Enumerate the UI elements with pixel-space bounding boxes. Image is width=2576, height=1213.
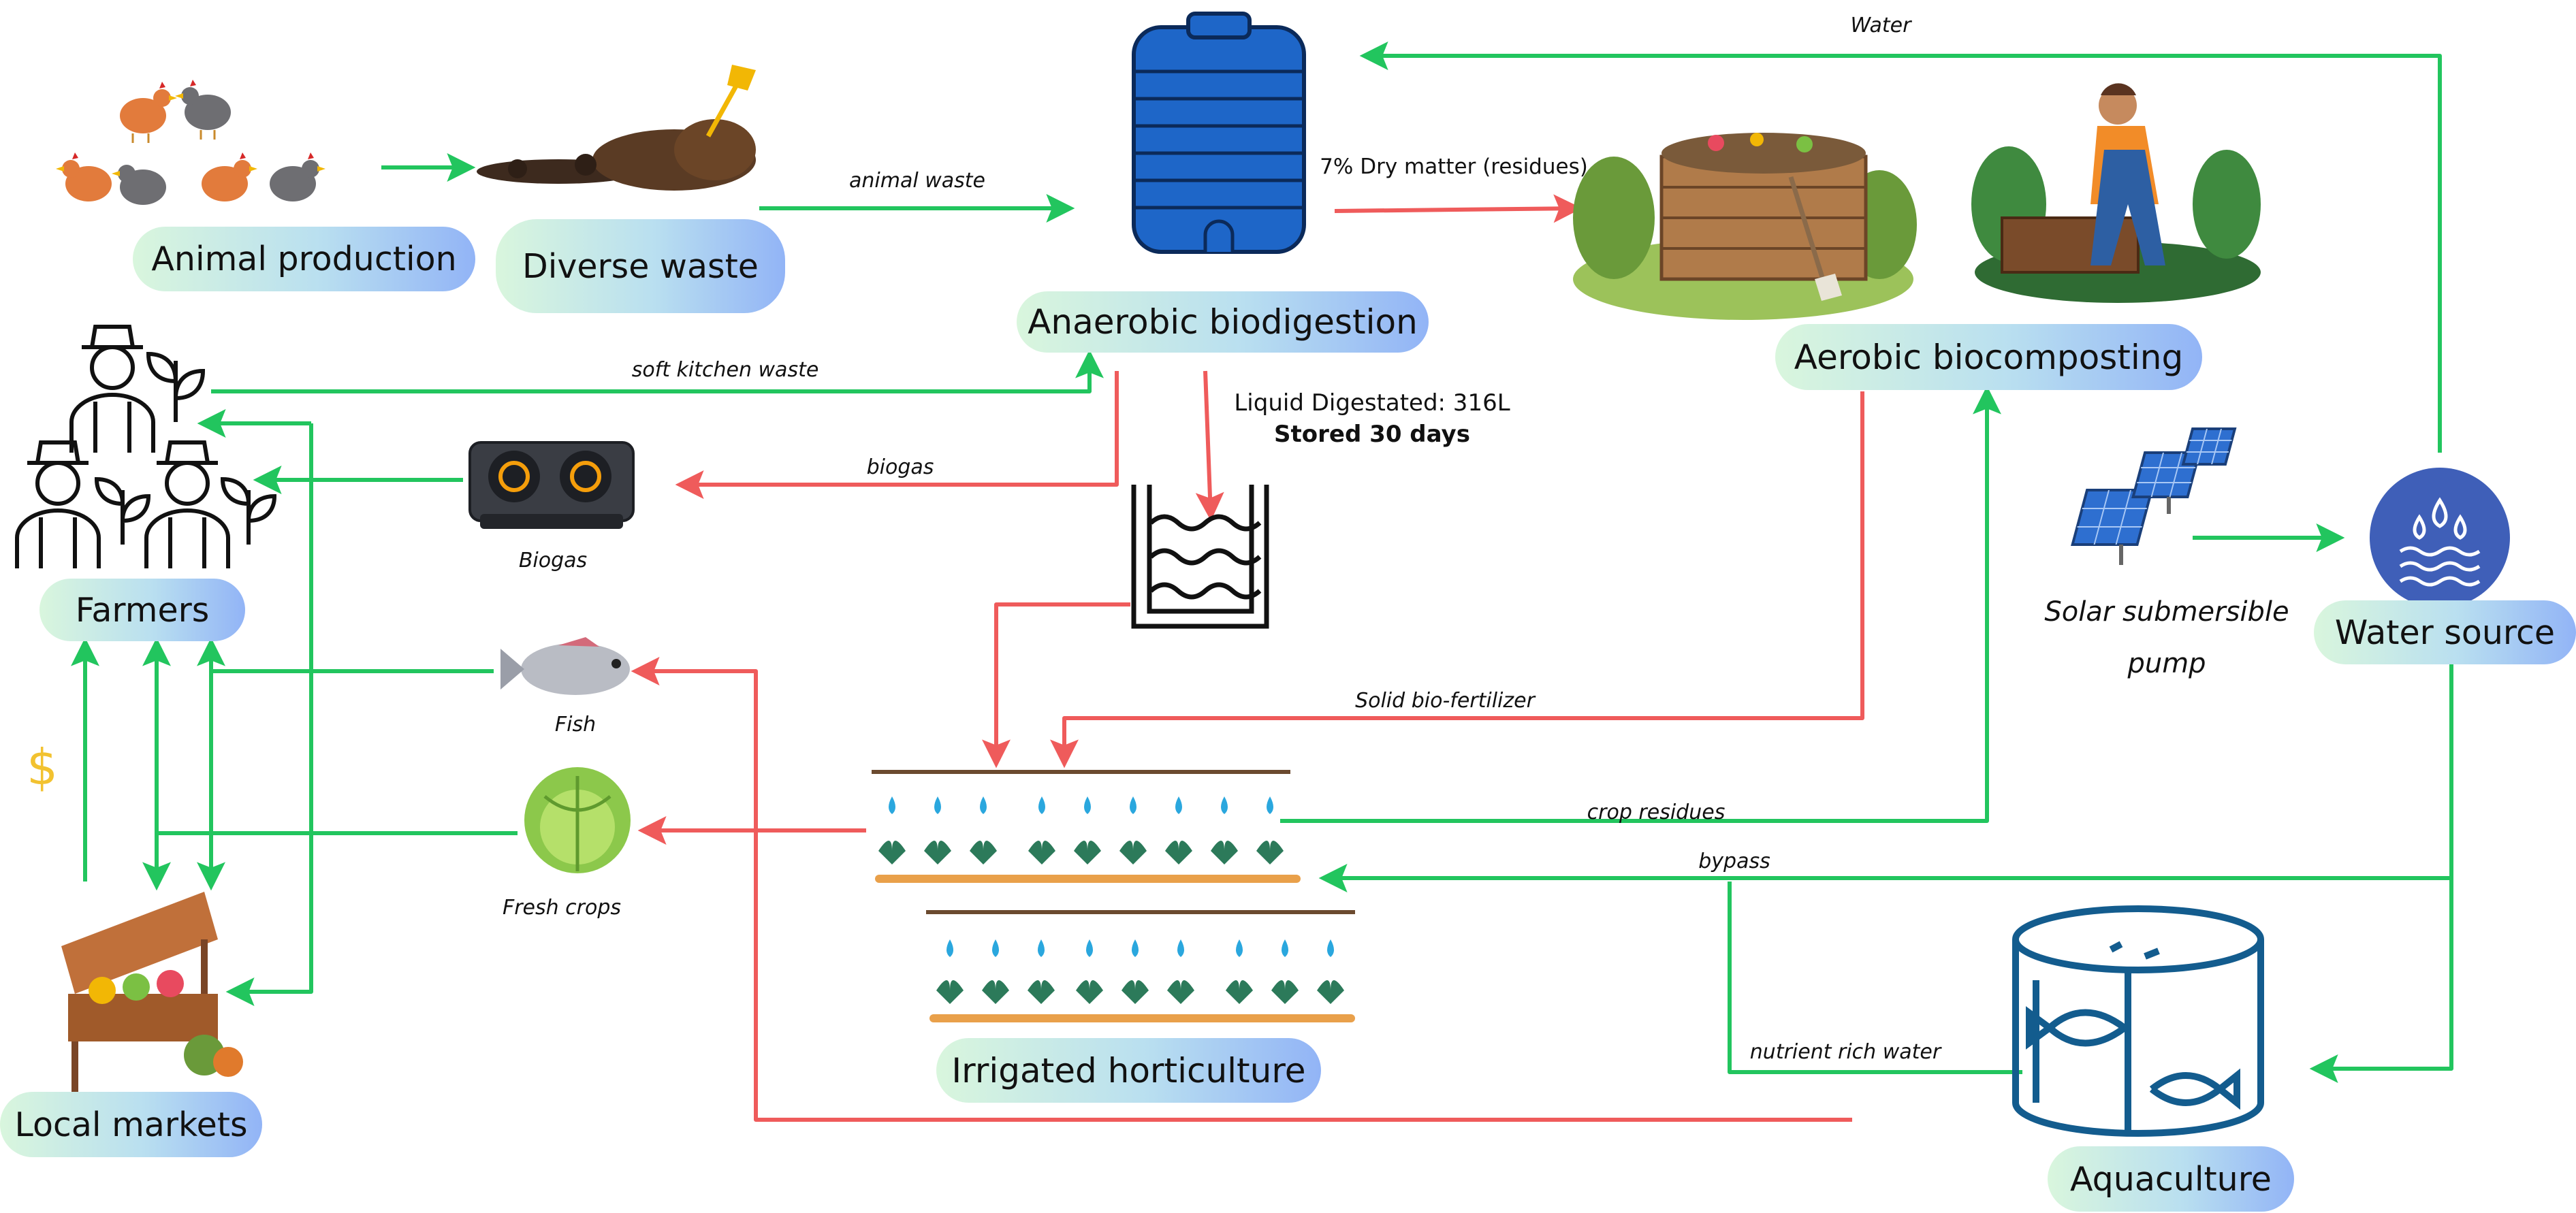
red-flows xyxy=(631,194,1864,1122)
aquaculture-tank-icon xyxy=(2012,905,2264,1137)
flow-soft-kitchen-waste xyxy=(211,349,1104,393)
digestate-storage-icon xyxy=(1131,485,1269,629)
water-drop-icon xyxy=(2370,468,2510,608)
aerobic-biocomposting-node: Aerobic biocomposting xyxy=(1775,324,2202,390)
label-animal-waste: animal waste xyxy=(849,169,985,193)
local-markets-node: Local markets xyxy=(0,1092,262,1157)
flow-solid-bio-fertilizer xyxy=(1050,391,1864,769)
farmers-icon xyxy=(15,325,277,568)
flow-digestate-to-horticulture xyxy=(982,602,1130,769)
fish-icon xyxy=(500,637,630,695)
label-dry-matter: 7% Dry matter (residues) xyxy=(1320,155,1588,179)
label-solar-pump-line2: pump xyxy=(2127,648,2206,679)
label-stored-days: Stored 30 days xyxy=(1274,421,1470,448)
compost-bin-icon xyxy=(1573,133,1917,320)
flow-liquid-digestate xyxy=(1195,370,1224,521)
animal-production-node: Animal production xyxy=(133,227,475,291)
label-biogas-product: Biogas xyxy=(518,549,588,572)
label-water: Water xyxy=(1850,14,1911,37)
farmers-node: Farmers xyxy=(39,579,245,641)
irrigated-horticulture-node: Irrigated horticulture xyxy=(936,1038,1321,1103)
label-solid-bio-fertilizer: Solid bio-fertilizer xyxy=(1355,689,1535,713)
flow-water-to-tank xyxy=(1359,42,2442,453)
flow-animal-to-markets xyxy=(225,423,313,1006)
flow-dry-matter xyxy=(1334,194,1583,223)
dollar-icon: $ xyxy=(27,739,58,796)
water-source-node: Water source xyxy=(2314,600,2576,664)
flow-nutrient-rich-water xyxy=(1728,882,2022,1074)
chickens-icon xyxy=(56,80,325,205)
solar-panel-icon xyxy=(2071,427,2237,565)
aquaculture-node: Aquaculture xyxy=(2048,1146,2294,1212)
flow-aquaculture-to-fish xyxy=(631,657,1852,1122)
biogas-stove-icon xyxy=(468,441,635,529)
label-fresh-crops: Fresh crops xyxy=(502,896,622,920)
diverse-waste-node: Diverse waste xyxy=(496,219,785,313)
label-bypass: bypass xyxy=(1698,850,1770,873)
label-solar-pump-line1: Solar submersible xyxy=(2044,596,2289,628)
irrigation-icon xyxy=(872,770,1355,1022)
cabbage-icon xyxy=(524,767,631,873)
market-stall-icon xyxy=(61,892,243,1096)
gardener-icon xyxy=(1971,83,2261,303)
label-fish: Fish xyxy=(554,713,597,737)
biodigester-tank-icon xyxy=(1132,12,1306,254)
green-flows xyxy=(71,42,2453,1083)
label-liquid-digestate: Liquid Digestated: 316L xyxy=(1234,389,1510,417)
flow-biogas xyxy=(675,371,1119,499)
flow-water-to-aquaculture xyxy=(2309,878,2453,1083)
flow-fish-to-markets xyxy=(197,669,494,891)
label-soft-kitchen-waste: soft kitchen waste xyxy=(631,358,819,382)
label-crop-residues: crop residues xyxy=(1587,800,1726,824)
label-nutrient-rich-water: nutrient rich water xyxy=(1749,1040,1941,1064)
anaerobic-biodigestion-node: Anaerobic biodigestion xyxy=(1017,291,1429,353)
label-biogas-flow: biogas xyxy=(866,455,934,479)
flow-crop-residues xyxy=(1280,385,2001,823)
waste-pile-icon xyxy=(477,65,756,191)
